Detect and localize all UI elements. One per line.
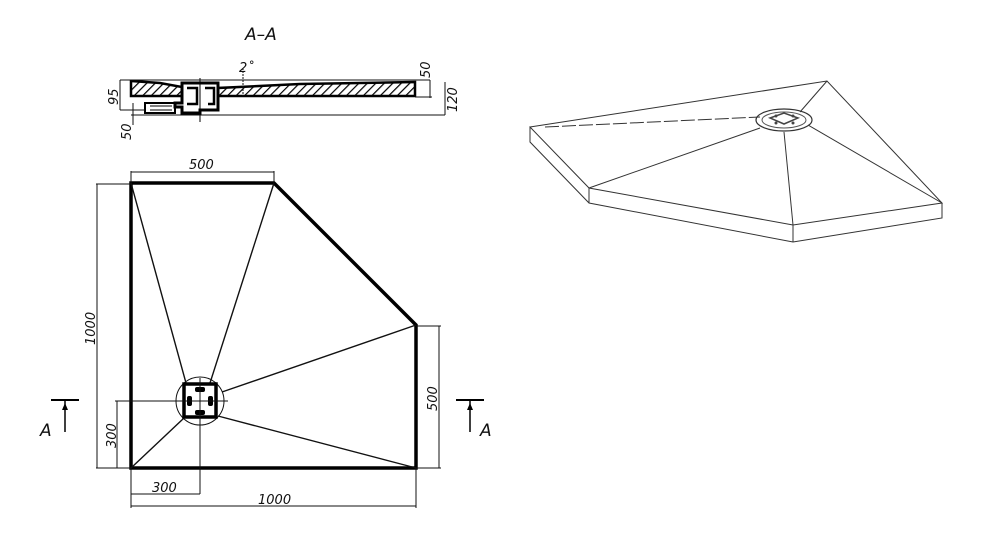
dim-bottom-300: 300 xyxy=(130,468,200,508)
slope-lines xyxy=(130,182,417,469)
dim-50-left: 50 xyxy=(120,103,135,140)
isometric-view xyxy=(528,80,944,243)
svg-text:1000: 1000 xyxy=(84,312,99,345)
iso-drain-icon xyxy=(755,108,813,132)
section-title: A–A xyxy=(244,25,277,45)
tray-outline xyxy=(129,181,418,470)
section-slab-right xyxy=(216,80,417,98)
svg-text:50: 50 xyxy=(419,61,434,78)
section-marker-right: A xyxy=(456,399,492,441)
dim-left-1000: 1000 xyxy=(84,183,131,469)
drain-icon xyxy=(115,376,228,494)
dim-120: 120 xyxy=(444,82,461,115)
svg-text:95: 95 xyxy=(107,88,122,105)
dim-left-300: 300 xyxy=(105,401,120,468)
section-slab-left xyxy=(129,79,184,98)
drain-cross-section xyxy=(144,78,220,122)
svg-text:50: 50 xyxy=(120,123,135,140)
iso-slope-lines xyxy=(544,80,943,226)
section-view: A–A 2˚ 95 xyxy=(107,25,461,140)
slope-annotation: 2˚ xyxy=(239,60,254,96)
dim-bottom-1000: 1000 xyxy=(131,468,417,508)
svg-text:300: 300 xyxy=(105,423,120,448)
dim-top-500: 500 xyxy=(130,158,275,183)
section-marker-left: A xyxy=(39,399,79,441)
svg-text:300: 300 xyxy=(152,481,177,496)
slope-label: 2˚ xyxy=(239,60,254,76)
svg-text:A: A xyxy=(39,421,52,441)
svg-text:500: 500 xyxy=(426,386,441,411)
svg-text:120: 120 xyxy=(446,87,461,112)
dim-50-right: 50 xyxy=(415,61,434,98)
svg-text:500: 500 xyxy=(189,158,214,173)
svg-text:A: A xyxy=(479,421,492,441)
dim-right-500: 500 xyxy=(416,325,441,469)
svg-text:1000: 1000 xyxy=(258,493,291,508)
plan-view: 500 1000 300 500 300 xyxy=(39,158,492,508)
